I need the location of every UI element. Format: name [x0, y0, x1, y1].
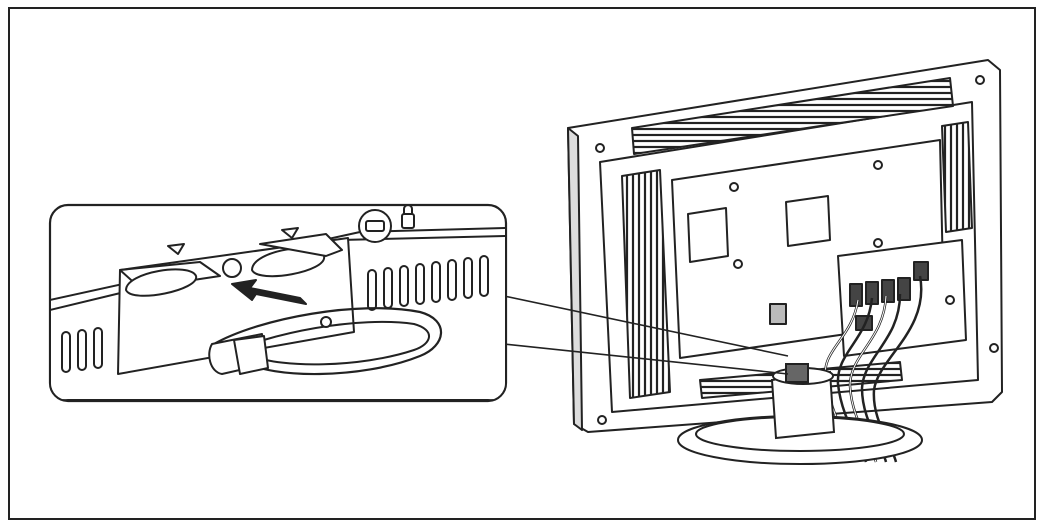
down-arrow-icon — [281, 227, 299, 239]
tv-side-edge — [567, 127, 583, 431]
tv-stand — [677, 367, 923, 465]
clip-hole — [222, 258, 242, 278]
screw — [873, 238, 883, 248]
screw — [595, 143, 605, 153]
slot-left — [125, 268, 197, 297]
screw — [873, 160, 883, 170]
right-vent-band — [941, 121, 973, 233]
panel-screw — [945, 295, 955, 305]
clamp-buckle-front — [233, 335, 269, 375]
tv-rear-view — [567, 59, 1003, 433]
screw — [733, 259, 743, 269]
lock-icon — [401, 206, 415, 229]
band-hole — [320, 316, 332, 328]
screw — [729, 182, 739, 192]
clamp-band-inner — [221, 320, 430, 366]
top-vent-band — [631, 77, 954, 155]
screw — [597, 415, 607, 425]
callout-lines — [503, 295, 789, 375]
down-arrow-icon — [167, 243, 185, 255]
insert-arrow — [231, 279, 307, 305]
inset-vent-slots — [61, 255, 489, 373]
left-vent-band — [621, 169, 671, 399]
screw — [989, 343, 999, 353]
power-socket — [769, 303, 787, 325]
screw — [975, 75, 985, 85]
label-window-left — [687, 207, 729, 263]
cable-clamp-small — [785, 363, 809, 383]
clamp-band — [213, 307, 443, 376]
security-slot-icon — [358, 209, 392, 243]
detail-inset — [48, 203, 508, 403]
label-window-right — [785, 195, 831, 247]
slot-right-wall — [259, 233, 343, 257]
